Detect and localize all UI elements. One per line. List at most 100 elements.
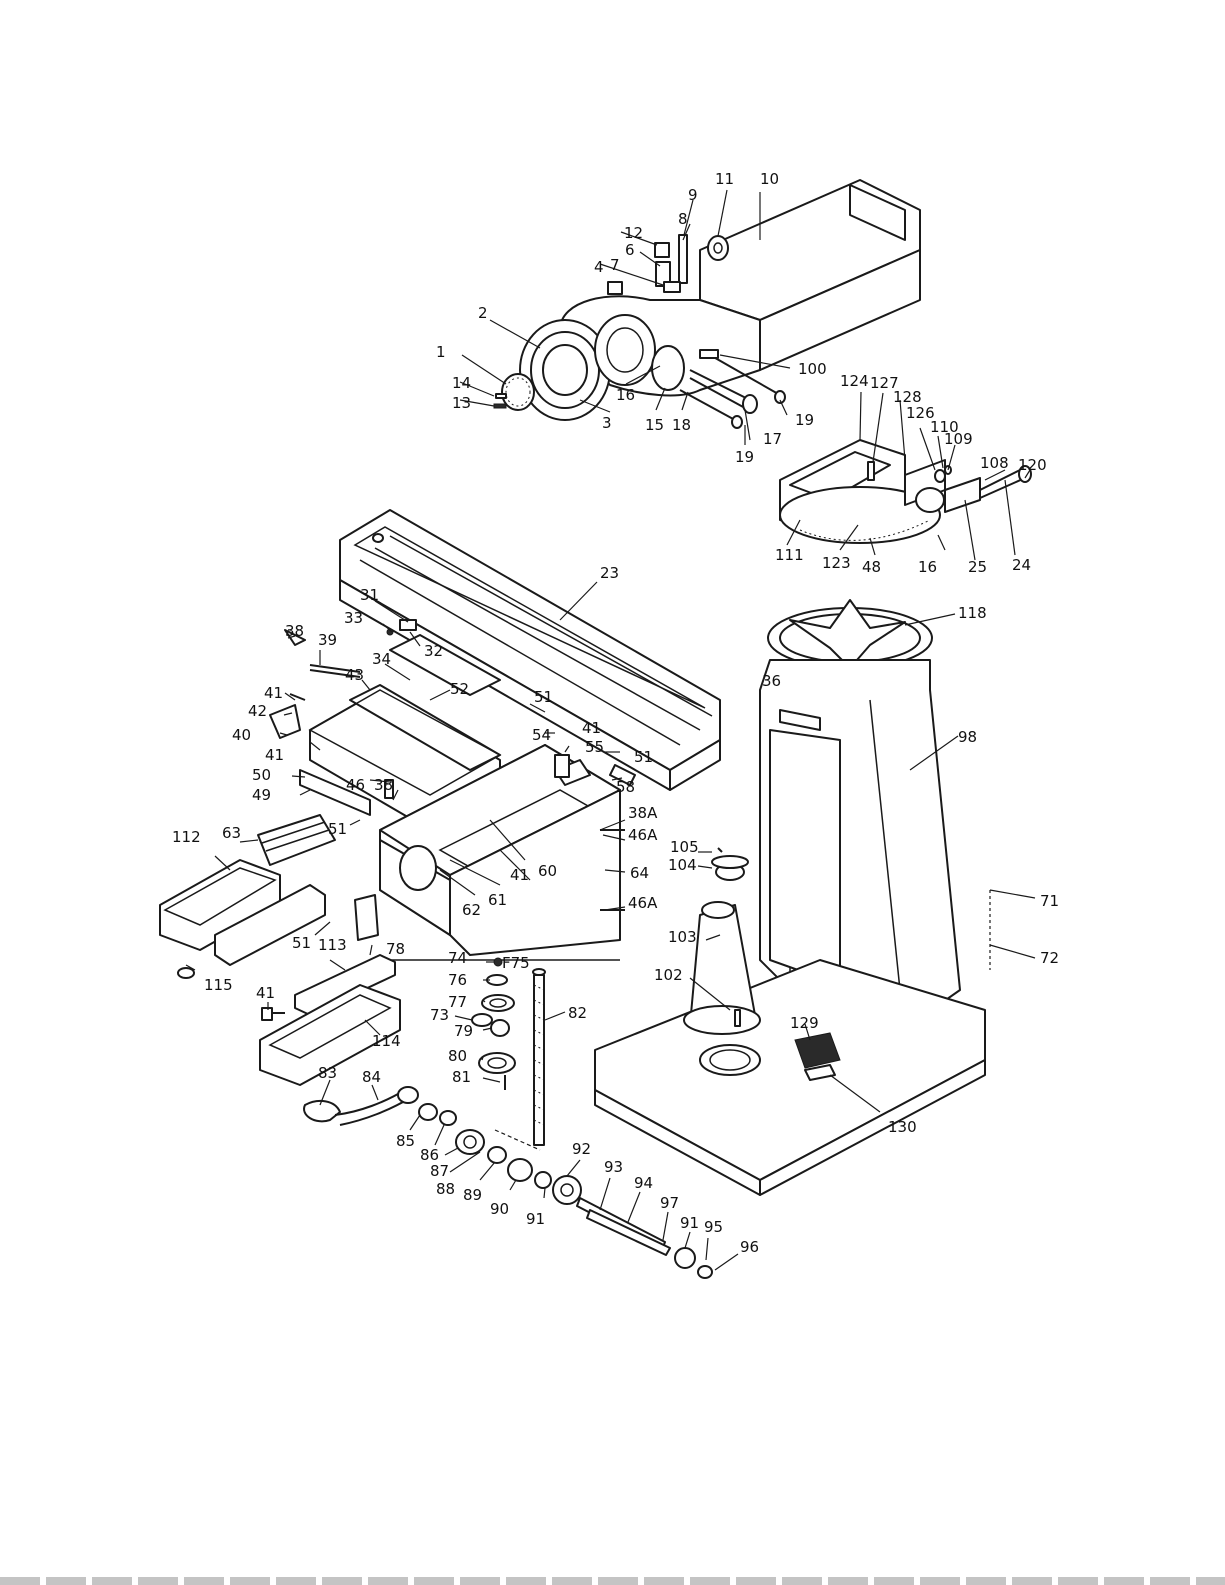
callout-labels: 1 2 3 4 6 7 8 9 10 11 12 13 14 15 16 16 … bbox=[172, 170, 1059, 1256]
callout-39: 39 bbox=[318, 631, 337, 649]
callout-126: 126 bbox=[906, 404, 935, 422]
callout-15: 15 bbox=[645, 416, 664, 434]
callout-18: 18 bbox=[672, 416, 691, 434]
callout-48: 48 bbox=[862, 558, 881, 576]
callout-97: 97 bbox=[660, 1194, 679, 1212]
callout-105: 105 bbox=[670, 838, 699, 856]
overarm-ram bbox=[493, 179, 921, 429]
callout-84: 84 bbox=[362, 1068, 381, 1086]
callout-51d: 51 bbox=[292, 934, 311, 952]
callout-75: F75 bbox=[502, 954, 530, 972]
callout-3: 3 bbox=[602, 414, 612, 432]
crank-shaft bbox=[303, 1086, 713, 1279]
callout-88: 88 bbox=[436, 1180, 455, 1198]
callout-80: 80 bbox=[448, 1047, 467, 1065]
callout-76: 76 bbox=[448, 971, 467, 989]
callout-129: 129 bbox=[790, 1014, 819, 1032]
callout-100: 100 bbox=[798, 360, 827, 378]
callout-91b: 91 bbox=[680, 1214, 699, 1232]
page-bottom-border bbox=[0, 1577, 1225, 1585]
callout-110: 110 bbox=[930, 418, 959, 436]
callout-62: 62 bbox=[462, 901, 481, 919]
callout-90: 90 bbox=[490, 1200, 509, 1218]
callout-13: 13 bbox=[452, 394, 471, 412]
callout-38A: 38A bbox=[628, 804, 658, 822]
callout-42: 42 bbox=[248, 702, 267, 720]
callout-73: 73 bbox=[430, 1006, 449, 1024]
callout-51c: 51 bbox=[328, 820, 347, 838]
callout-104: 104 bbox=[668, 856, 697, 874]
callout-83: 83 bbox=[318, 1064, 337, 1082]
callout-64: 64 bbox=[630, 864, 649, 882]
callout-58: 58 bbox=[616, 778, 635, 796]
callout-89: 89 bbox=[463, 1186, 482, 1204]
callout-2: 2 bbox=[478, 304, 488, 322]
callout-50: 50 bbox=[252, 766, 271, 784]
callout-38b: 38 bbox=[374, 776, 393, 794]
callout-98: 98 bbox=[958, 728, 977, 746]
callout-12: 12 bbox=[624, 224, 643, 242]
callout-49: 49 bbox=[252, 786, 271, 804]
callout-91a: 91 bbox=[526, 1210, 545, 1228]
callout-38a: 38 bbox=[285, 622, 304, 640]
callout-55: 55 bbox=[585, 738, 604, 756]
callout-14: 14 bbox=[452, 374, 471, 392]
callout-115: 115 bbox=[204, 976, 233, 994]
callout-128: 128 bbox=[893, 388, 922, 406]
callout-96: 96 bbox=[740, 1238, 759, 1256]
callout-24: 24 bbox=[1012, 556, 1031, 574]
callout-10: 10 bbox=[760, 170, 779, 188]
callout-130: 130 bbox=[888, 1118, 917, 1136]
callout-54: 54 bbox=[532, 726, 551, 744]
callout-82: 82 bbox=[568, 1004, 587, 1022]
callout-71: 71 bbox=[1040, 892, 1059, 910]
worktable bbox=[339, 509, 721, 791]
callout-114: 114 bbox=[372, 1032, 401, 1050]
callout-1: 1 bbox=[436, 343, 446, 361]
callout-81: 81 bbox=[452, 1068, 471, 1086]
callout-118: 118 bbox=[958, 604, 987, 622]
callout-120: 120 bbox=[1018, 456, 1047, 474]
callout-41a: 41 bbox=[264, 684, 283, 702]
callout-72: 72 bbox=[1040, 949, 1059, 967]
callout-102: 102 bbox=[654, 966, 683, 984]
callout-9: 9 bbox=[688, 186, 698, 204]
callout-87: 87 bbox=[430, 1162, 449, 1180]
callout-46Ab: 46A bbox=[628, 894, 658, 912]
callout-6: 6 bbox=[625, 241, 635, 259]
callout-7: 7 bbox=[610, 256, 620, 274]
callout-112: 112 bbox=[172, 828, 201, 846]
callout-77: 77 bbox=[448, 993, 467, 1011]
callout-32: 32 bbox=[424, 642, 443, 660]
callout-41e: 41 bbox=[256, 984, 275, 1002]
callout-41d: 41 bbox=[510, 866, 529, 884]
callout-123: 123 bbox=[822, 554, 851, 572]
callout-23: 23 bbox=[600, 564, 619, 582]
callout-109: 109 bbox=[944, 430, 973, 448]
column-and-base bbox=[594, 599, 991, 1196]
callout-74: 74 bbox=[448, 949, 467, 967]
callout-93: 93 bbox=[604, 1158, 623, 1176]
callout-51b: 51 bbox=[634, 748, 653, 766]
knee bbox=[370, 744, 636, 961]
callout-52: 52 bbox=[450, 680, 469, 698]
gibs-and-ways bbox=[159, 814, 401, 1086]
callout-17: 17 bbox=[763, 430, 782, 448]
elevating-screw bbox=[471, 957, 546, 1146]
callout-34: 34 bbox=[372, 650, 391, 668]
callout-103: 103 bbox=[668, 928, 697, 946]
callout-79: 79 bbox=[454, 1022, 473, 1040]
callout-46: 46 bbox=[346, 776, 365, 794]
callout-85: 85 bbox=[396, 1132, 415, 1150]
callout-124: 124 bbox=[840, 372, 869, 390]
swivel-vise bbox=[779, 439, 1032, 544]
callout-41c: 41 bbox=[582, 719, 601, 737]
callout-40: 40 bbox=[232, 726, 251, 744]
callout-95: 95 bbox=[704, 1218, 723, 1236]
callout-16a: 16 bbox=[616, 386, 635, 404]
callout-19b: 19 bbox=[735, 448, 754, 466]
callout-33: 33 bbox=[344, 609, 363, 627]
callout-94: 94 bbox=[634, 1174, 653, 1192]
